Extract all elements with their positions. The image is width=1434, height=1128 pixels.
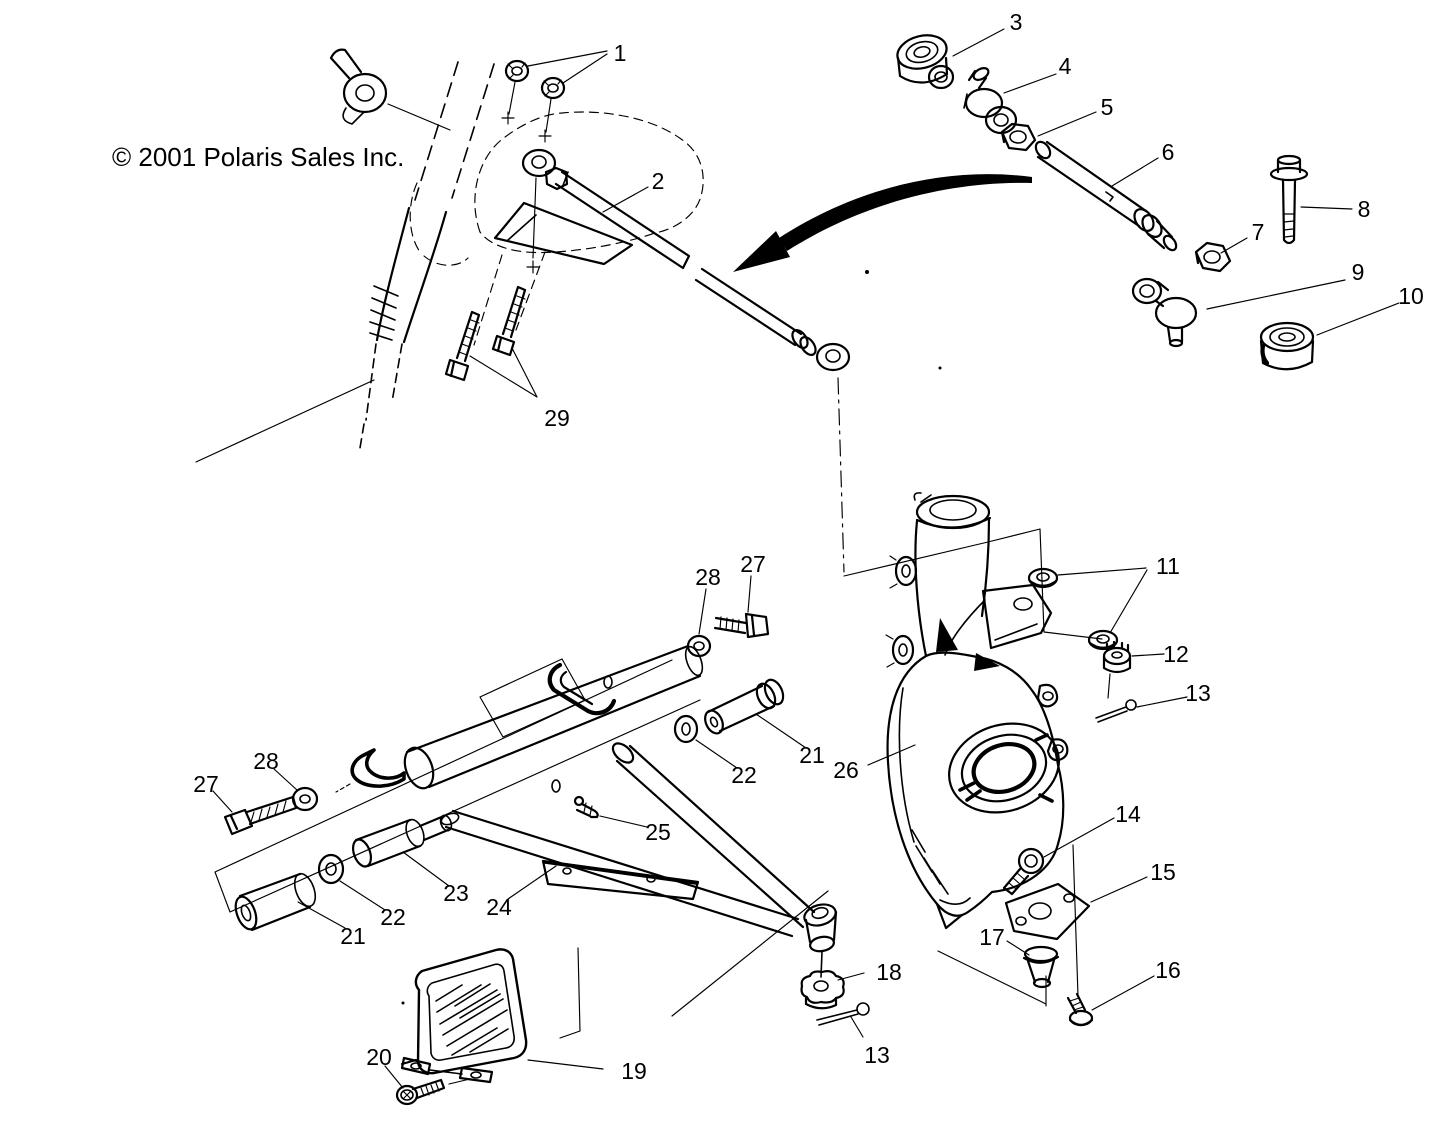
copyright-text: © 2001 Polaris Sales Inc. [112, 142, 404, 172]
part-label-13: 13 [864, 1042, 890, 1068]
hub-bore [948, 722, 1060, 814]
bolt-16 [1066, 975, 1155, 1027]
castle-nut-18 [800, 970, 865, 1010]
plate-15 [1004, 876, 1148, 941]
part-label-12: 12 [1163, 641, 1189, 667]
ball-joint-cup-17 [1006, 940, 1060, 989]
tie-rod-end-top [329, 48, 451, 131]
part-label-16: 16 [1155, 957, 1181, 983]
cotter-pin-13-upper [1095, 696, 1188, 723]
part-label-25: 25 [645, 819, 671, 845]
part-label-6: 6 [1162, 139, 1175, 165]
part-label-21: 21 [799, 742, 825, 768]
part-label-8: 8 [1358, 196, 1371, 222]
part-label-10: 10 [1398, 283, 1424, 309]
assembly-axis-line [837, 377, 845, 573]
part-label-18: 18 [876, 959, 902, 985]
bolt-27-left [212, 790, 298, 836]
castle-nut-12 [1102, 640, 1165, 674]
part-label-27: 27 [193, 771, 219, 797]
column-tube-right [451, 63, 495, 199]
part-label-5: 5 [1101, 94, 1114, 120]
apex-ball-socket [803, 903, 838, 978]
ghost-outline-knuckle [843, 528, 1103, 640]
column-lower [195, 206, 448, 463]
washer-22-left [317, 853, 386, 911]
part-label-1: 1 [614, 40, 627, 66]
part-label-27: 27 [740, 551, 766, 577]
bushing-10 [1259, 302, 1400, 371]
a-arm-24 [440, 742, 816, 938]
part-label-9: 9 [1352, 259, 1365, 285]
bolt-20 [384, 1065, 471, 1106]
steering-knuckle-26 [867, 492, 1069, 930]
part-label-11: 11 [1156, 553, 1180, 579]
column-tube-left [414, 61, 459, 201]
part-label-21: 21 [340, 923, 366, 949]
bolts-29 [444, 251, 546, 398]
part-label-22: 22 [731, 762, 757, 788]
pivot-sleeve-23 [351, 814, 453, 887]
part-label-14: 14 [1115, 801, 1141, 827]
part-label-3: 3 [1010, 9, 1023, 35]
jam-nut-5 [1000, 111, 1097, 152]
footrest-tread-ribs [435, 983, 509, 1056]
part-label-22: 22 [380, 904, 406, 930]
rod-end-bushing-3 [896, 28, 1005, 90]
tie-rod-end-4 [963, 67, 1057, 135]
mount-plate-outline [474, 111, 704, 254]
flange-bolt-8 [1269, 154, 1353, 245]
part-label-19: 19 [621, 1058, 647, 1084]
grease-fitting-25 [551, 779, 648, 828]
pivot-tube-21-left [234, 872, 346, 932]
ball-joint-hardware [937, 817, 1155, 1027]
hook-bracket [350, 748, 406, 788]
part-label-23: 23 [443, 880, 469, 906]
pivot-tube-21-right [704, 678, 807, 749]
part-label-29: 29 [544, 405, 570, 431]
part-label-4: 4 [1059, 53, 1072, 79]
washer-28-right [686, 588, 712, 658]
part-label-2: 2 [652, 168, 665, 194]
part-label-13: 13 [1185, 680, 1211, 706]
saddle-bracket [547, 662, 617, 716]
part-label-20: 20 [366, 1044, 392, 1070]
part-label-28: 28 [253, 748, 279, 774]
part-label-24: 24 [486, 894, 512, 920]
jam-nut-7 [1194, 237, 1248, 273]
tie-rod-2 [554, 170, 851, 372]
callout-layer: 1234567891011121314151617181920212122222… [193, 9, 1424, 1084]
part-label-26: 26 [833, 757, 859, 783]
tie-rod-end-9 [1131, 277, 1346, 348]
bolt-27-right [713, 575, 770, 639]
part-label-7: 7 [1252, 219, 1265, 245]
scan-specks [401, 270, 942, 1005]
steering-arm [981, 583, 1053, 650]
cotter-pin-13-lower [816, 1002, 870, 1038]
steering-plate [493, 201, 634, 266]
tie-rod-assembly-upper [896, 28, 1400, 371]
bolt-14 [1002, 817, 1115, 896]
part-label-15: 15 [1150, 859, 1176, 885]
flange-nuts-1 [501, 50, 608, 143]
tie-rod-end-inner [521, 148, 569, 274]
tie-rod-tube-6 [1034, 140, 1178, 252]
a-arm-assembly [212, 575, 870, 1039]
part-label-17: 17 [979, 924, 1005, 950]
direction-arrow [733, 174, 1032, 272]
footrest-plate [414, 948, 528, 1075]
washer-22-right [673, 714, 738, 769]
footrest-guard [384, 948, 604, 1106]
part-label-28: 28 [695, 564, 721, 590]
steering-column-assembly [195, 48, 851, 463]
washer-28-left [273, 768, 319, 812]
spindle-hardware [1027, 567, 1188, 723]
